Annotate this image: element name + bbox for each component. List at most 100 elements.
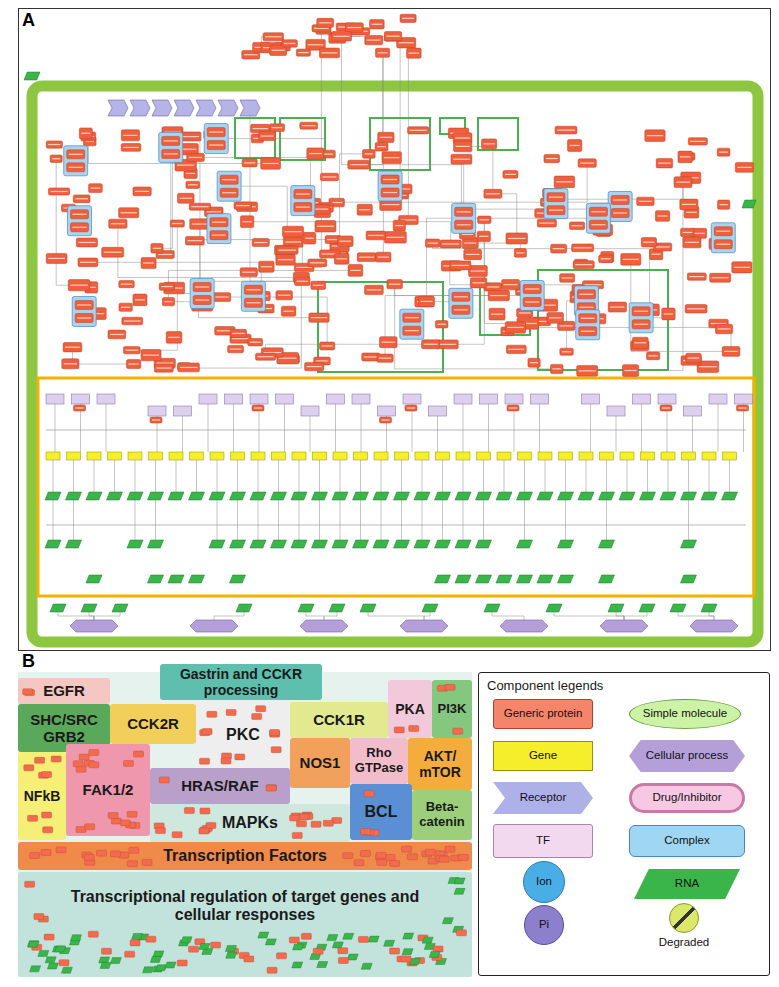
protein-glyph xyxy=(428,858,438,864)
protein-glyph xyxy=(210,231,228,240)
interaction-line xyxy=(114,460,115,492)
tf-glyph xyxy=(454,394,472,404)
protein-glyph xyxy=(142,859,152,865)
protein-glyph xyxy=(365,35,383,44)
protein-glyph-mark xyxy=(333,36,349,37)
rna-glyph xyxy=(496,575,512,583)
protein-glyph xyxy=(226,709,236,715)
protein-glyph xyxy=(452,292,470,301)
protein-glyph xyxy=(84,854,94,860)
interaction-line xyxy=(46,525,746,526)
rna-glyph xyxy=(608,604,624,612)
legend-swatch: Complex xyxy=(629,825,745,857)
protein-glyph xyxy=(376,252,391,262)
protein-glyph-mark xyxy=(230,349,242,350)
interaction-line xyxy=(616,612,624,620)
protein-glyph-mark xyxy=(560,325,573,326)
rna-glyph xyxy=(202,949,213,955)
rna-glyph xyxy=(291,540,307,548)
protein-glyph xyxy=(445,684,455,690)
protein-glyph xyxy=(162,297,174,305)
rna-glyph xyxy=(168,575,184,583)
interaction-line xyxy=(214,612,244,620)
interaction-line xyxy=(463,146,493,193)
protein-glyph xyxy=(109,219,127,228)
interaction-line xyxy=(718,404,719,452)
protein-glyph xyxy=(42,772,52,778)
protein-glyph xyxy=(240,268,257,277)
interaction-line xyxy=(688,500,689,540)
protein-glyph xyxy=(119,852,129,858)
rna-glyph xyxy=(368,936,379,942)
protein-glyph xyxy=(202,729,212,735)
rna-glyph xyxy=(517,492,533,500)
protein-glyph xyxy=(323,820,333,826)
rna-glyph xyxy=(517,575,533,583)
protein-glyph xyxy=(222,753,232,759)
region-label: EGFR xyxy=(43,682,85,699)
protein-glyph xyxy=(300,122,318,129)
rna-glyph xyxy=(168,492,184,500)
protein-glyph xyxy=(141,257,156,268)
protein-glyph xyxy=(46,141,62,148)
protein-glyph-mark xyxy=(278,295,291,296)
protein-glyph-mark xyxy=(188,184,198,185)
gene-glyph xyxy=(374,452,388,460)
tf-glyph xyxy=(735,394,753,404)
interaction-line xyxy=(196,460,197,492)
protein-glyph xyxy=(688,138,707,145)
protein-glyph-mark xyxy=(246,302,260,303)
protein-glyph xyxy=(302,812,312,818)
interaction-line xyxy=(442,460,443,492)
protein-glyph xyxy=(154,364,173,372)
protein-glyph xyxy=(589,207,607,216)
complex-glyph xyxy=(68,206,92,236)
protein-glyph-mark xyxy=(734,267,750,268)
interaction-line xyxy=(442,500,443,540)
protein-glyph xyxy=(568,140,582,152)
protein-glyph xyxy=(599,255,613,263)
interaction-line xyxy=(233,404,234,452)
region-label: FAK1/2 xyxy=(83,781,134,798)
protein-glyph xyxy=(387,280,402,289)
protein-glyph-mark xyxy=(625,370,637,371)
protein-glyph-mark xyxy=(483,143,494,144)
protein-glyph-mark xyxy=(473,282,485,283)
rna-glyph xyxy=(312,540,328,548)
interaction-lines xyxy=(46,28,746,620)
protein-glyph xyxy=(722,346,740,356)
interaction-line xyxy=(258,500,259,540)
rna-glyph xyxy=(71,935,82,941)
protein-glyph xyxy=(24,765,34,771)
legend-label: Pi xyxy=(539,918,549,931)
protein-glyph xyxy=(193,295,211,304)
rna-glyph xyxy=(271,540,287,548)
gene-glyph xyxy=(620,452,634,460)
rna-glyph xyxy=(546,604,562,612)
legend-label: Gene xyxy=(529,749,557,762)
interaction-line xyxy=(182,416,183,452)
protein-glyph-mark xyxy=(377,146,386,147)
protein-glyph-mark xyxy=(91,188,101,189)
protein-glyph xyxy=(28,815,38,821)
protein-glyph xyxy=(294,203,312,212)
interaction-line xyxy=(493,194,517,239)
interaction-line xyxy=(306,612,324,620)
protein-glyph xyxy=(611,195,629,204)
rna-glyph xyxy=(619,492,635,500)
protein-glyph xyxy=(195,939,205,945)
rna-glyph xyxy=(660,492,676,500)
complex-glyph xyxy=(64,146,88,176)
panel-border xyxy=(19,9,771,651)
pathway-region: SHC/SRC GRB2 xyxy=(18,704,110,752)
interaction-line xyxy=(627,460,628,492)
tf-glyph xyxy=(403,394,421,404)
protein-glyph-mark xyxy=(195,299,209,300)
interaction-line xyxy=(688,460,689,492)
protein-glyph xyxy=(354,860,364,866)
protein-glyph-mark xyxy=(191,206,208,207)
interaction-line xyxy=(668,460,669,492)
protein-glyph-mark xyxy=(209,144,223,145)
protein-glyph-mark xyxy=(384,157,399,158)
